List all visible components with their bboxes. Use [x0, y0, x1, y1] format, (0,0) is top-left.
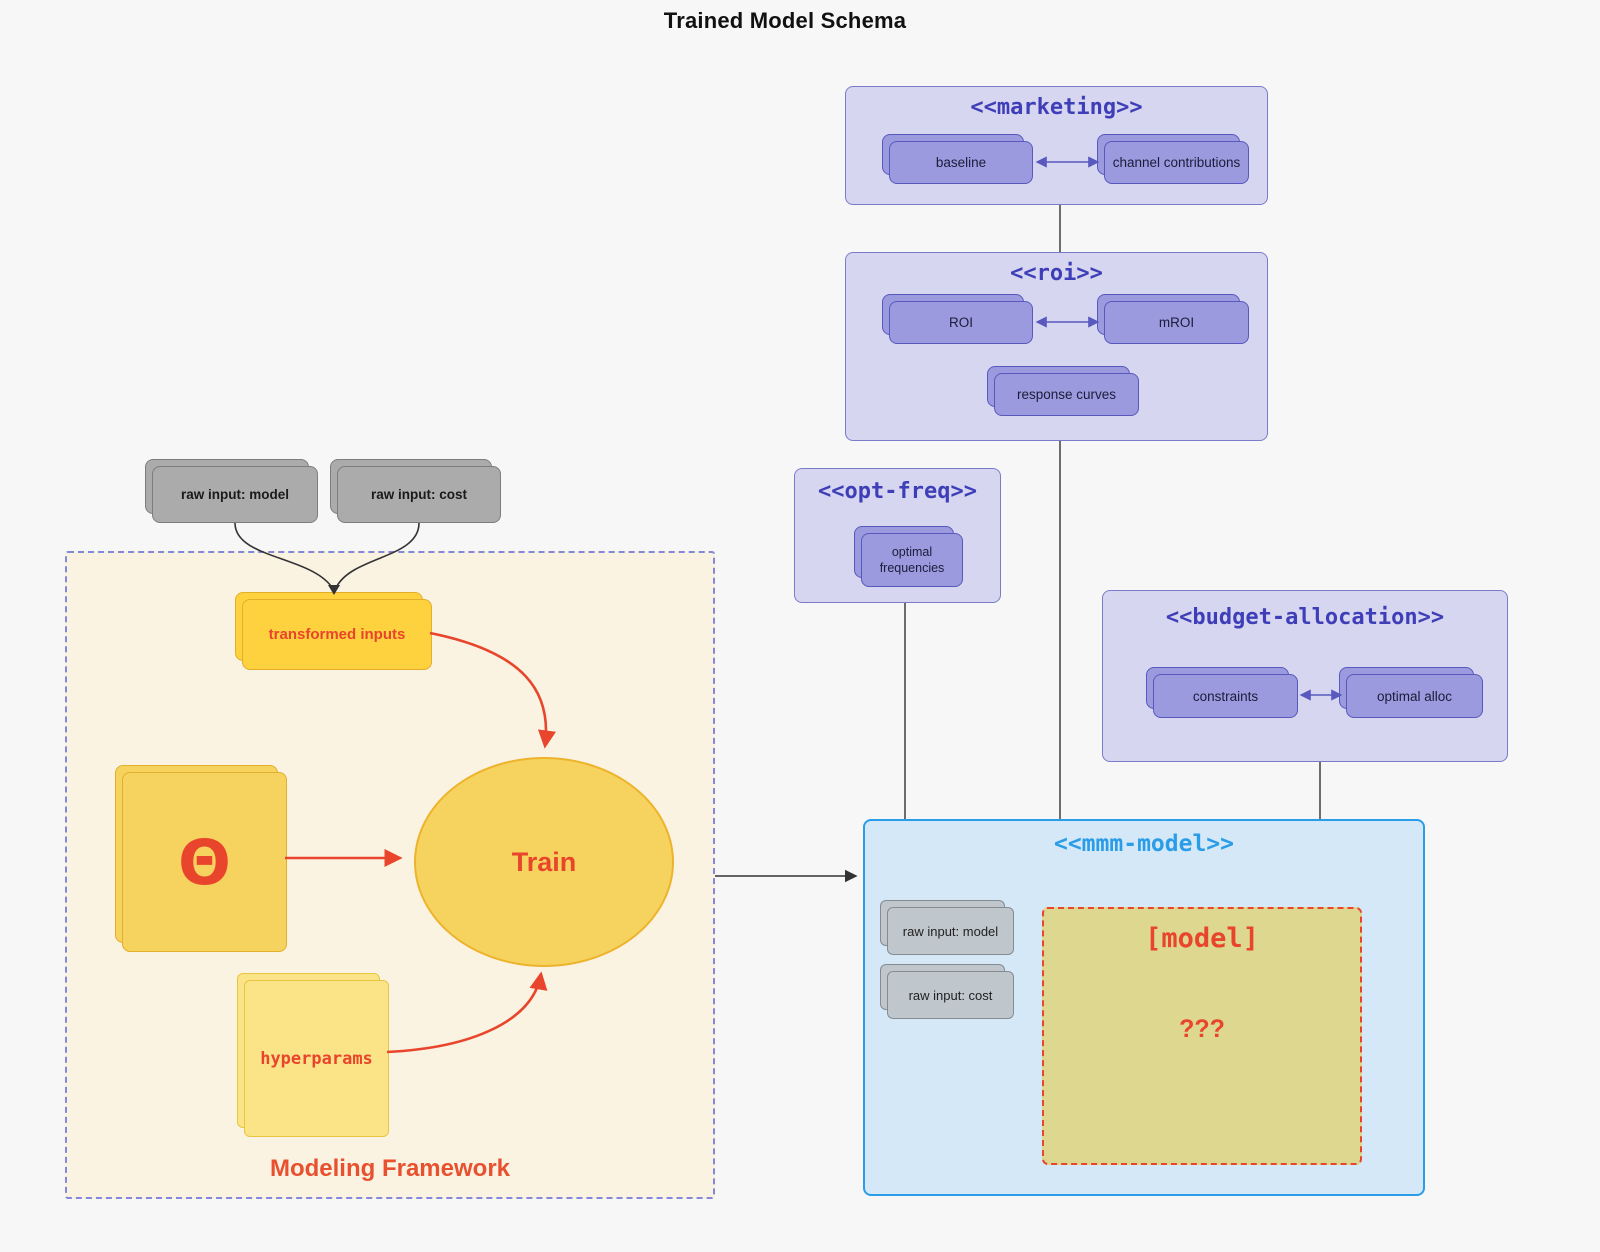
- node-constraints: constraints: [1146, 667, 1298, 718]
- node-mmm-raw-input-cost: raw input: cost: [880, 964, 1014, 1019]
- node-model-placeholder-box: [model] ???: [1042, 907, 1362, 1165]
- modeling-framework-label: Modeling Framework: [269, 1155, 511, 1182]
- node-response-curves: response curves: [987, 366, 1139, 416]
- node-raw-input-model: raw input: model: [145, 459, 318, 523]
- node-optimal-alloc: optimal alloc: [1339, 667, 1483, 718]
- node-raw-input-cost: raw input: cost: [330, 459, 501, 523]
- group-budget-allocation-title: <<budget-allocation>>: [1165, 605, 1445, 630]
- node-transformed-inputs: transformed inputs: [235, 592, 432, 670]
- group-modeling-framework: transformed inputs Θ Train hyperparams M…: [65, 551, 715, 1199]
- node-roi: ROI: [882, 294, 1033, 344]
- node-channel-contributions: channel contributions: [1097, 134, 1249, 184]
- group-marketing-title: <<marketing>>: [970, 95, 1143, 120]
- node-mroi: mROI: [1097, 294, 1249, 344]
- node-theta: Θ: [115, 765, 287, 952]
- group-marketing: <<marketing>> baseline channel contribut…: [845, 86, 1268, 205]
- page-title: Trained Model Schema: [663, 8, 907, 33]
- model-placeholder-label: [model]: [1145, 923, 1259, 954]
- group-mmm-model-title: <<mmm-model>>: [1053, 831, 1234, 857]
- node-optimal-frequencies: optimal frequencies: [854, 526, 963, 587]
- group-opt-freq-title: <<opt-freq>>: [818, 479, 977, 504]
- group-budget-allocation: <<budget-allocation>> constraints optima…: [1102, 590, 1508, 762]
- group-mmm-model: <<mmm-model>> raw input: model raw input…: [863, 819, 1425, 1196]
- node-hyperparams: hyperparams: [237, 973, 389, 1137]
- group-roi: <<roi>> ROI mROI response curves: [845, 252, 1268, 441]
- node-mmm-raw-input-model: raw input: model: [880, 900, 1014, 955]
- node-baseline: baseline: [882, 134, 1033, 184]
- group-roi-title: <<roi>>: [1010, 261, 1103, 286]
- node-train: Train: [414, 757, 674, 967]
- model-unknown-label: ???: [1179, 1015, 1225, 1043]
- group-opt-freq: <<opt-freq>> optimal frequencies: [794, 468, 1001, 603]
